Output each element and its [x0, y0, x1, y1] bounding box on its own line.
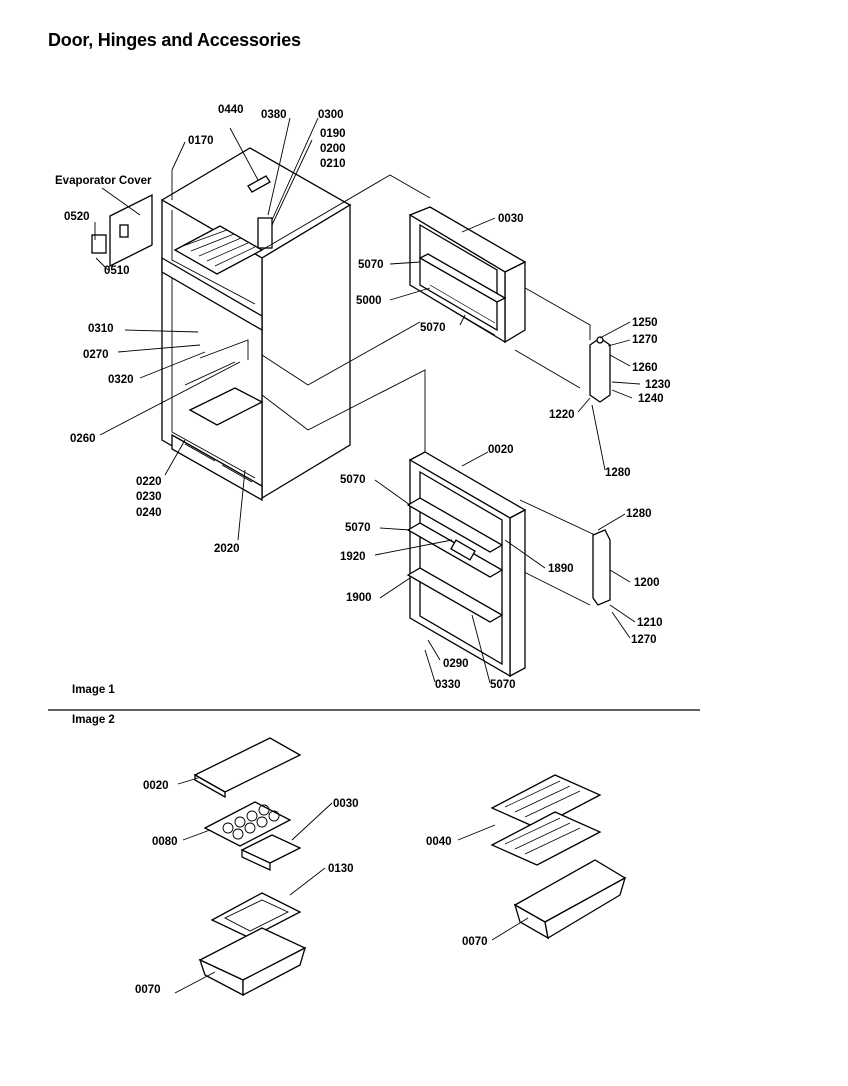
fresh-food-door — [406, 451, 527, 678]
ice-trays — [490, 774, 602, 866]
callout-2020: 2020 — [214, 543, 240, 555]
crisper-cover — [210, 892, 302, 939]
callout-0240: 0240 — [136, 507, 162, 519]
callout-1280-b: 1280 — [626, 508, 652, 520]
callout2-0020: 0020 — [143, 780, 169, 792]
callout-0300: 0300 — [318, 109, 344, 121]
assembly-lines — [261, 174, 596, 606]
callout-1250: 1250 — [632, 317, 658, 329]
callout2-0130: 0130 — [328, 863, 354, 875]
evaporator-cover-label: Evaporator Cover — [55, 175, 152, 187]
callout-1220: 1220 — [549, 409, 575, 421]
callout-5070-e: 5070 — [490, 679, 516, 691]
callout-0290: 0290 — [443, 658, 469, 670]
callout-0020: 0020 — [488, 444, 514, 456]
refrigerator-cabinet — [91, 147, 352, 502]
freezer-door — [408, 206, 527, 344]
callout-0270: 0270 — [83, 349, 109, 361]
image1-label: Image 1 — [72, 684, 115, 696]
callout2-0030: 0030 — [333, 798, 359, 810]
callout-5070-c: 5070 — [340, 474, 366, 486]
leader-lines — [94, 117, 641, 994]
crisper-pan-left — [198, 927, 307, 997]
egg-tray — [203, 801, 292, 847]
callout-0260: 0260 — [70, 433, 96, 445]
callout-0510: 0510 — [104, 265, 130, 277]
butter-dish — [240, 834, 302, 872]
callout-0440: 0440 — [218, 104, 244, 116]
callout-0200: 0200 — [320, 143, 346, 155]
callout-0330: 0330 — [435, 679, 461, 691]
callout-1270-a: 1270 — [632, 334, 658, 346]
callout-0030: 0030 — [498, 213, 524, 225]
callout-1210: 1210 — [637, 617, 663, 629]
callout-0310: 0310 — [88, 323, 114, 335]
callout-1890: 1890 — [548, 563, 574, 575]
callout-1260: 1260 — [632, 362, 658, 374]
callout-0190: 0190 — [320, 128, 346, 140]
crisper-pan-right — [513, 859, 627, 940]
callout-1200: 1200 — [634, 577, 660, 589]
door-handle — [592, 529, 611, 606]
shelf-glass — [193, 737, 302, 799]
callout-1920: 1920 — [340, 551, 366, 563]
callout2-0070-a: 0070 — [135, 984, 161, 996]
callout2-0040: 0040 — [426, 836, 452, 848]
callout-0380: 0380 — [261, 109, 287, 121]
upper-hinge — [589, 336, 611, 403]
callout-5070-d: 5070 — [345, 522, 371, 534]
image2-label: Image 2 — [72, 714, 115, 726]
callout-0220: 0220 — [136, 476, 162, 488]
callout-5070-a: 5070 — [358, 259, 384, 271]
callout-1900: 1900 — [346, 592, 372, 604]
callout2-0070-b: 0070 — [462, 936, 488, 948]
page-title: Door, Hinges and Accessories — [48, 30, 301, 50]
callout2-0080: 0080 — [152, 836, 178, 848]
callout-0520: 0520 — [64, 211, 90, 223]
callout-0230: 0230 — [136, 491, 162, 503]
callout-0210: 0210 — [320, 158, 346, 170]
callout-1280-a: 1280 — [605, 467, 631, 479]
callout-0170: 0170 — [188, 135, 214, 147]
callout-5070-b: 5070 — [420, 322, 446, 334]
callout-0320: 0320 — [108, 374, 134, 386]
callout-1240: 1240 — [638, 393, 664, 405]
callout-1270-b: 1270 — [631, 634, 657, 646]
callout-5000: 5000 — [356, 295, 382, 307]
callout-1230: 1230 — [645, 379, 671, 391]
